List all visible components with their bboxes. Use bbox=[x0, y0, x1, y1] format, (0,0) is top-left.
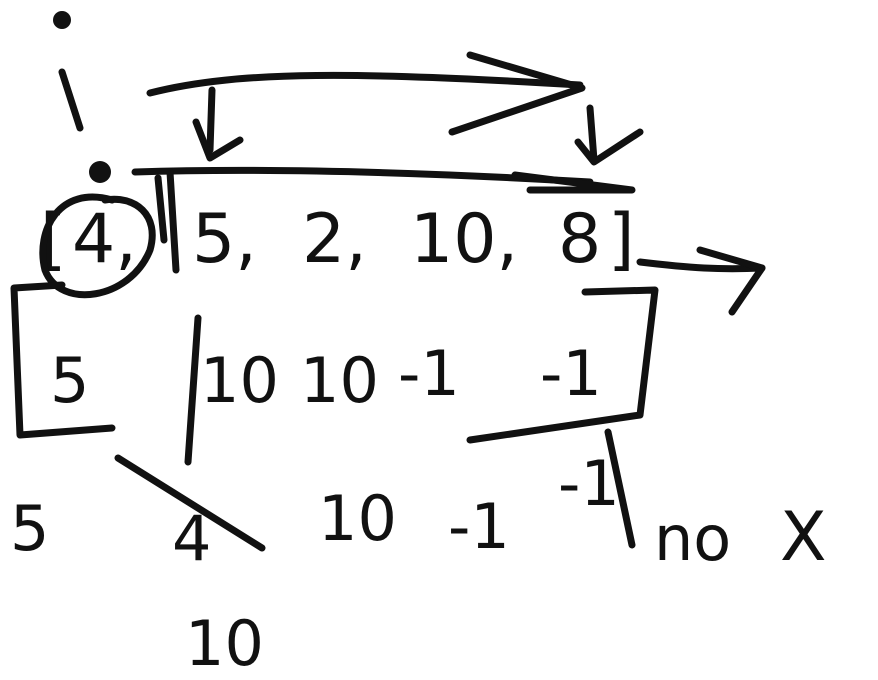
pointer-j-dot bbox=[89, 161, 111, 183]
pointer-i bbox=[53, 11, 84, 132]
work-cell: -1 bbox=[558, 447, 620, 520]
work-mark: X bbox=[780, 498, 827, 577]
work-cell: 10 bbox=[318, 482, 397, 555]
pointer-j-bar bbox=[166, 168, 180, 274]
top-arrow-shaft bbox=[146, 71, 584, 97]
work-note: no bbox=[654, 502, 731, 575]
result-cell: 10 bbox=[300, 344, 379, 417]
pointer-j-arrowhead bbox=[511, 171, 636, 194]
array-item: 4, bbox=[72, 200, 137, 279]
array-close-bracket: ] bbox=[608, 200, 635, 279]
right-result-box bbox=[466, 286, 659, 444]
first-result-box bbox=[10, 281, 116, 439]
top-arrow-head bbox=[448, 51, 586, 136]
result-cell: 5 bbox=[50, 344, 89, 417]
down-arrow-left bbox=[192, 86, 244, 162]
pointer-i-stroke bbox=[58, 68, 84, 132]
work-crossed: 4 bbox=[172, 502, 211, 575]
result-row: 5 10 10 -1 -1 bbox=[10, 281, 659, 466]
first-element-circle bbox=[39, 193, 156, 299]
work-row: 5 4 10 10 -1 -1 no X bbox=[10, 428, 827, 680]
work-cell: -1 bbox=[448, 490, 510, 563]
array-item: 2, bbox=[302, 200, 367, 279]
work-divider bbox=[604, 428, 636, 549]
down-arrow-right bbox=[574, 104, 644, 166]
exit-arrow bbox=[636, 258, 766, 273]
cross-out-line bbox=[114, 454, 266, 552]
array-item: 8 bbox=[558, 200, 601, 279]
result-cell: -1 bbox=[540, 337, 602, 410]
array-item: 5, bbox=[192, 200, 257, 279]
result-divider bbox=[184, 314, 202, 466]
pointer-j bbox=[89, 161, 636, 274]
work-first: 5 bbox=[10, 492, 49, 565]
array-item: 10, bbox=[410, 200, 518, 279]
work-replacement: 10 bbox=[185, 607, 264, 680]
input-array: [ 4, 5, 2, 10, 8 ] bbox=[39, 193, 766, 316]
pointer-i-dot bbox=[53, 11, 71, 29]
top-scan-arrow bbox=[146, 51, 586, 136]
result-cell: 10 bbox=[200, 344, 279, 417]
result-cell: -1 bbox=[398, 337, 460, 410]
